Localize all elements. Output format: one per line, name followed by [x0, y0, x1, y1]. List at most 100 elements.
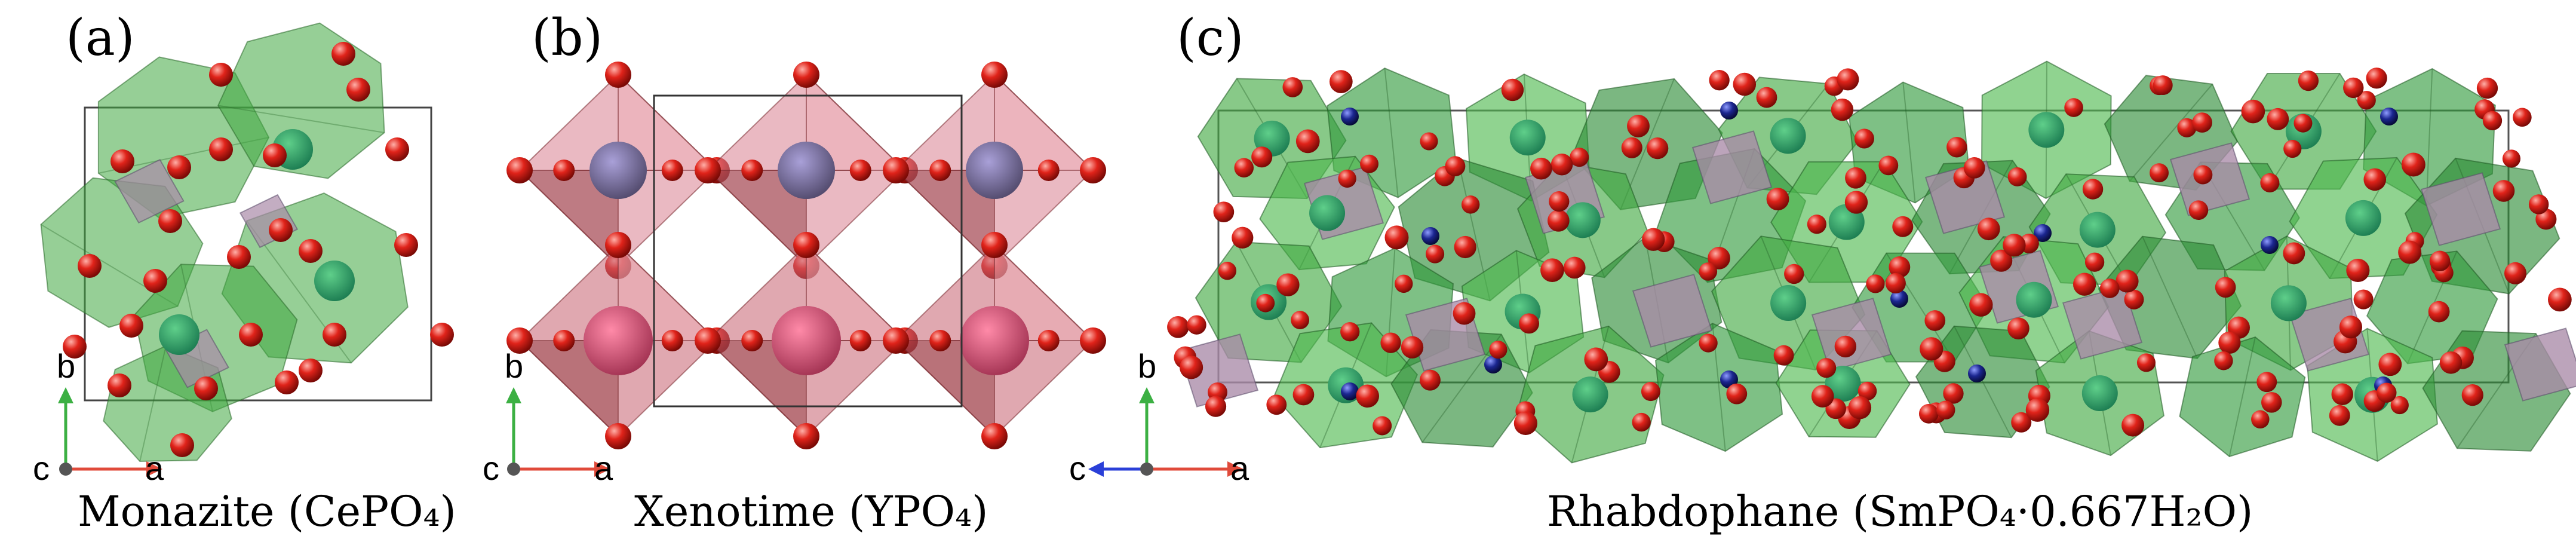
oxygen-atom	[269, 218, 293, 242]
oxygen-atom	[605, 423, 631, 449]
p-tetrahedron	[1632, 274, 1713, 348]
oxygen-atom	[1419, 369, 1441, 391]
oxygen-atom	[2476, 77, 2498, 99]
sm-polyhedron	[2179, 336, 2306, 458]
sm-atom	[1770, 285, 1807, 321]
oxygen-atom	[275, 370, 299, 394]
oxygen-atom	[1969, 293, 1993, 317]
oxygen-atom	[741, 330, 763, 351]
oxygen-atom	[158, 209, 182, 233]
oxygen-atom	[2084, 252, 2105, 272]
oxygen-atom	[1632, 412, 1651, 432]
oxygen-atom	[1816, 358, 1837, 378]
axis-a-label: a	[145, 449, 164, 487]
oxygen-atom	[1380, 332, 1401, 353]
oxygen-atom	[2329, 405, 2350, 426]
oxygen-atom	[1401, 336, 1424, 359]
oxygen-atom	[793, 423, 819, 449]
oxygen-atom	[506, 157, 533, 183]
oxygen-atom	[299, 359, 323, 382]
sm-atom	[1309, 195, 1346, 231]
oxygen-atom	[1426, 244, 1445, 264]
water-oxygen-atom	[1341, 382, 1359, 400]
oxygen-atom	[661, 160, 683, 181]
oxygen-atom	[194, 376, 218, 400]
ce-atom	[159, 314, 199, 355]
water-oxygen-atom	[2034, 224, 2052, 242]
oxygen-atom	[1453, 302, 1476, 325]
oxygen-atom	[1834, 335, 1857, 358]
oxygen-atom	[2513, 108, 2532, 127]
sm-atom	[1564, 202, 1601, 238]
oxygen-atom	[2214, 351, 2233, 370]
oxygen-atom	[2007, 317, 2030, 339]
axis-indicator-b: c a b	[483, 347, 613, 487]
panel-c-letter: (c)	[1177, 8, 1244, 67]
oxygen-atom	[793, 62, 819, 88]
panel-a-letter: (a)	[66, 8, 135, 67]
oxygen-atom	[2150, 163, 2169, 183]
oxygen-atom	[1395, 274, 1413, 293]
oxygen-atom	[1218, 262, 1237, 280]
rhabdophane-structure	[1167, 60, 2576, 464]
oxygen-atom	[2353, 289, 2374, 310]
oxygen-atom	[2283, 242, 2305, 265]
y-atom	[960, 306, 1029, 375]
oxygen-atom	[2218, 331, 2241, 354]
oxygen-atom	[2215, 277, 2236, 298]
oxygen-atom	[1946, 137, 1967, 158]
oxygen-atom	[1295, 129, 1320, 154]
oxygen-atom	[209, 137, 233, 161]
oxygen-atom	[2502, 149, 2520, 168]
oxygen-atom	[1811, 385, 1834, 408]
oxygen-atom	[1889, 256, 1911, 278]
axis-b-label: b	[57, 347, 75, 385]
xenotime-structure	[506, 62, 1106, 449]
oxygen-atom	[2346, 258, 2370, 283]
sm-atom	[1509, 120, 1546, 156]
polyhedron-edge	[2228, 336, 2256, 457]
water-oxygen-atom	[1484, 356, 1502, 373]
oxygen-atom	[1276, 273, 1300, 296]
polyhedron-edge	[1902, 82, 1916, 203]
water-oxygen-atom	[1421, 227, 1439, 245]
oxygen-atom	[553, 330, 575, 351]
oxygen-atom	[2124, 289, 2144, 310]
oxygen-atom	[1807, 215, 1826, 234]
oxygen-atom	[1291, 311, 1310, 329]
oxygen-atom	[2256, 372, 2277, 393]
oxygen-atom	[2116, 270, 2139, 293]
oxygen-atom	[1205, 396, 1227, 417]
water-oxygen-atom	[1890, 290, 1908, 308]
caption-rhabdophane: Rhabdophane (SmPO₄·0.667H₂O)	[1547, 487, 2253, 536]
oxygen-atom	[2363, 168, 2387, 191]
sm-atom	[2028, 112, 2065, 148]
water-oxygen-atom	[1720, 102, 1738, 120]
oxygen-atom	[1037, 330, 1060, 351]
sm-atom	[1825, 366, 1861, 402]
oxygen-atom	[849, 330, 871, 351]
oxygen-atom	[1756, 87, 1777, 108]
oxygen-atom	[1857, 381, 1877, 401]
oxygen-atom	[2241, 99, 2265, 124]
oxygen-atom	[227, 245, 251, 269]
oxygen-atom	[1489, 341, 1507, 359]
oxygen-atom	[1080, 327, 1106, 354]
oxygen-atom	[793, 232, 819, 258]
oxygen-atom	[1866, 274, 1885, 293]
oxygen-atom	[2298, 70, 2319, 91]
oxygen-atom	[2011, 412, 2032, 433]
oxygen-atom	[1709, 70, 1730, 91]
oxygen-atom	[1180, 356, 1203, 379]
oxygen-atom	[2390, 396, 2409, 415]
oxygen-atom	[2293, 114, 2313, 133]
oxygen-atom	[2378, 353, 2402, 376]
oxygen-atom	[1627, 115, 1650, 137]
oxygen-atom	[2177, 118, 2197, 137]
oxygen-atom	[1990, 249, 2013, 272]
axis-a-label: a	[1230, 449, 1249, 487]
oxygen-atom	[929, 330, 951, 351]
oxygen-atom	[1384, 225, 1409, 250]
oxygen-atom	[883, 157, 909, 183]
oxygen-atom	[430, 323, 454, 347]
